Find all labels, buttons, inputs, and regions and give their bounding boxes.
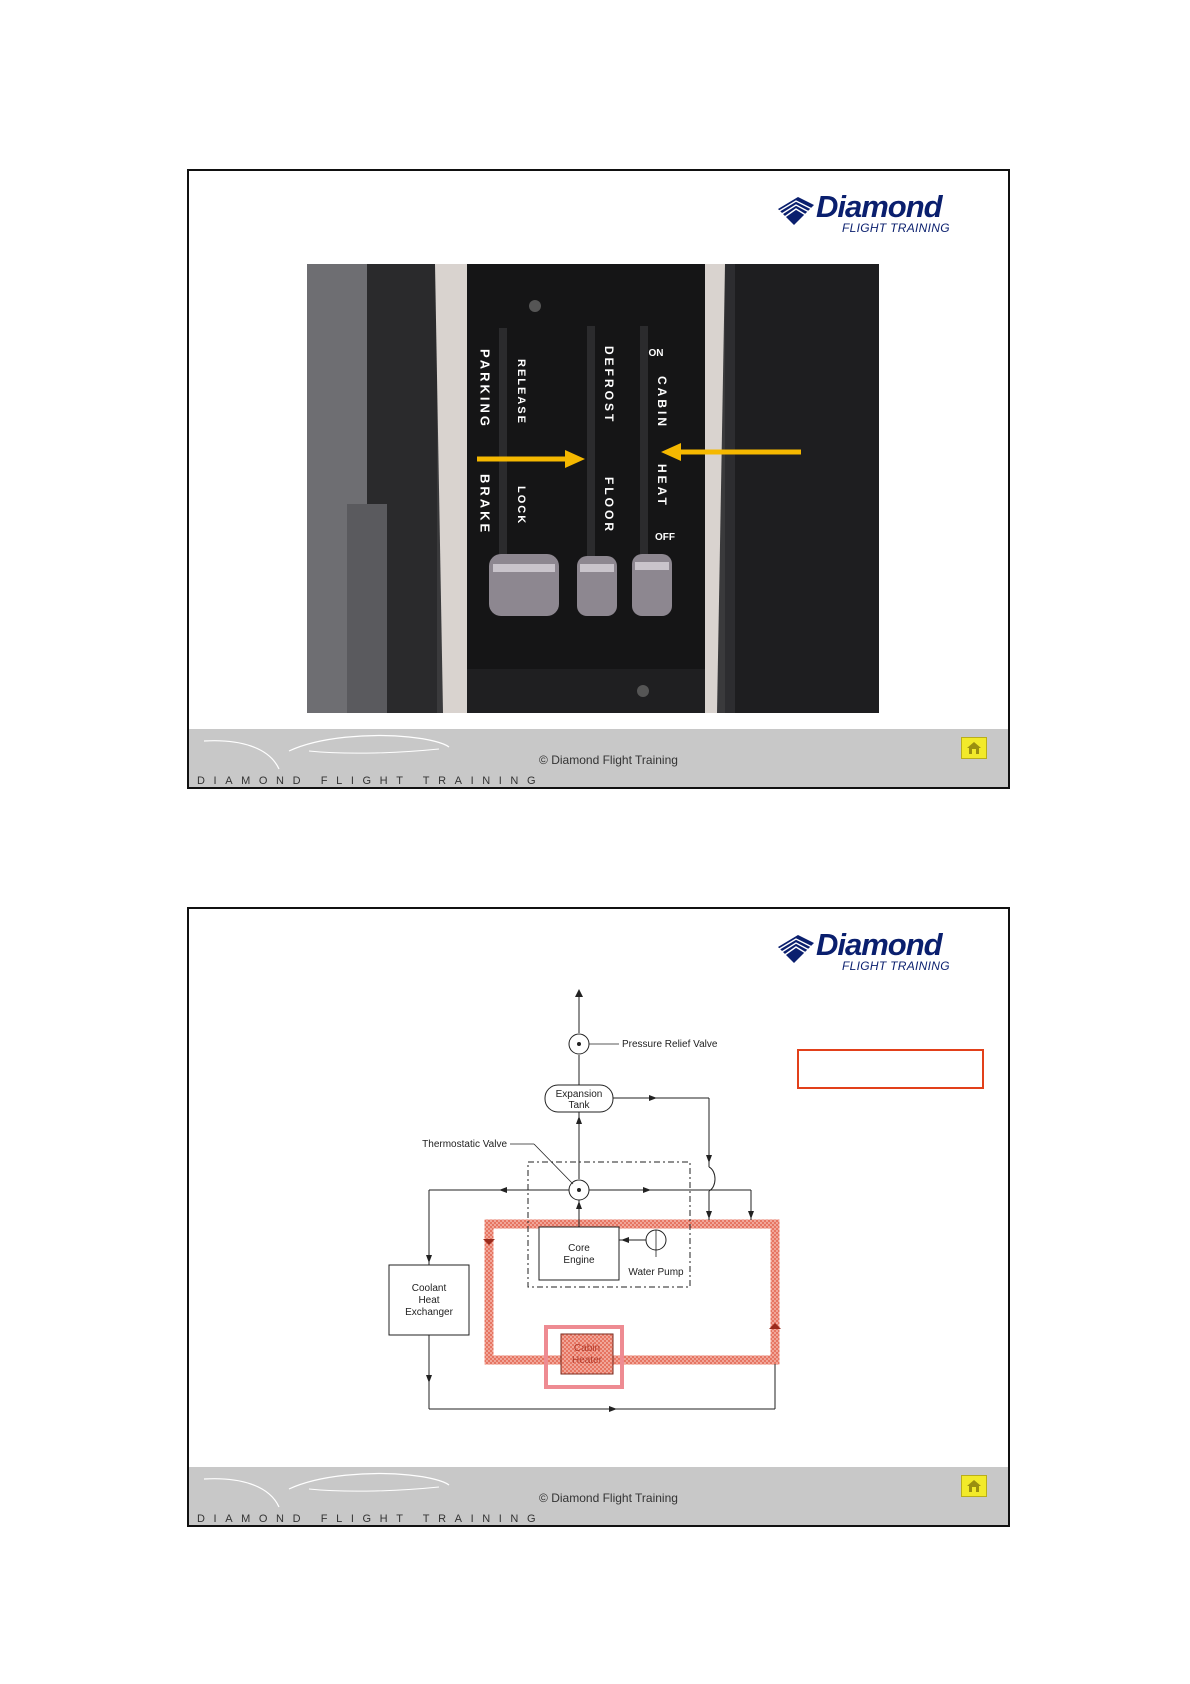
home-icon <box>966 741 982 755</box>
diamond-logo-icon <box>774 191 820 231</box>
logo-wordmark: Diamond <box>816 189 942 225</box>
home-icon <box>966 1479 982 1493</box>
coolant-heat-exchanger-label-3: Exchanger <box>405 1307 453 1318</box>
off-label: OFF <box>655 532 675 543</box>
coolant-flow-diagram: Pressure Relief Valve Expansion Tank The… <box>189 909 1010 1527</box>
release-label: RELEASE <box>515 359 527 425</box>
cabin-heater-label-2: Heater <box>572 1355 603 1366</box>
cabin-heat-control-photo: PARKING BRAKE RELEASE LOCK DEFROST FLOOR… <box>307 264 879 713</box>
floor-label: FLOOR <box>602 477 616 534</box>
core-engine-label-2: Engine <box>563 1255 595 1266</box>
coolant-heat-exchanger-label-2: Heat <box>418 1295 439 1306</box>
coolant-heat-exchanger-label-1: Coolant <box>412 1283 447 1294</box>
parking-label: PARKING <box>478 349 493 429</box>
water-pump-label: Water Pump <box>628 1267 684 1278</box>
copyright-text: © Diamond Flight Training <box>189 753 1008 767</box>
lock-label: LOCK <box>515 486 527 525</box>
diamond-logo: Diamond FLIGHT TRAINING <box>774 191 964 237</box>
slide-footer: © Diamond Flight Training DIAMOND FLIGHT… <box>189 729 1008 787</box>
car-silhouette-swoosh <box>199 1467 459 1513</box>
core-engine-label-1: Core <box>568 1243 590 1254</box>
cabin-label: CABIN <box>655 376 669 429</box>
pressure-relief-valve-label: Pressure Relief Valve <box>622 1039 718 1050</box>
footer-wordmark: DIAMOND FLIGHT TRAINING <box>197 1513 544 1525</box>
car-silhouette-swoosh <box>199 729 459 775</box>
thermostatic-valve-label: Thermostatic Valve <box>422 1139 507 1150</box>
expansion-tank-label-2: Tank <box>568 1100 590 1111</box>
defrost-label: DEFROST <box>602 346 616 424</box>
home-button[interactable] <box>961 737 987 759</box>
home-button[interactable] <box>961 1475 987 1497</box>
cabin-heater-label-1: Cabin <box>574 1343 600 1354</box>
footer-wordmark: DIAMOND FLIGHT TRAINING <box>197 775 544 787</box>
slide-coolant-diagram: Diamond FLIGHT TRAINING Pressure Relief … <box>187 907 1010 1527</box>
expansion-tank-label-1: Expansion <box>556 1089 603 1100</box>
logo-subtitle: FLIGHT TRAINING <box>842 221 950 235</box>
brake-label: BRAKE <box>478 474 493 535</box>
slide-cabin-heat-controls: Diamond FLIGHT TRAINING PARKING <box>187 169 1010 789</box>
on-label: ON <box>649 348 664 359</box>
heat-label: HEAT <box>655 464 669 508</box>
copyright-text: © Diamond Flight Training <box>189 1491 1008 1505</box>
slide-footer: © Diamond Flight Training DIAMOND FLIGHT… <box>189 1467 1008 1525</box>
